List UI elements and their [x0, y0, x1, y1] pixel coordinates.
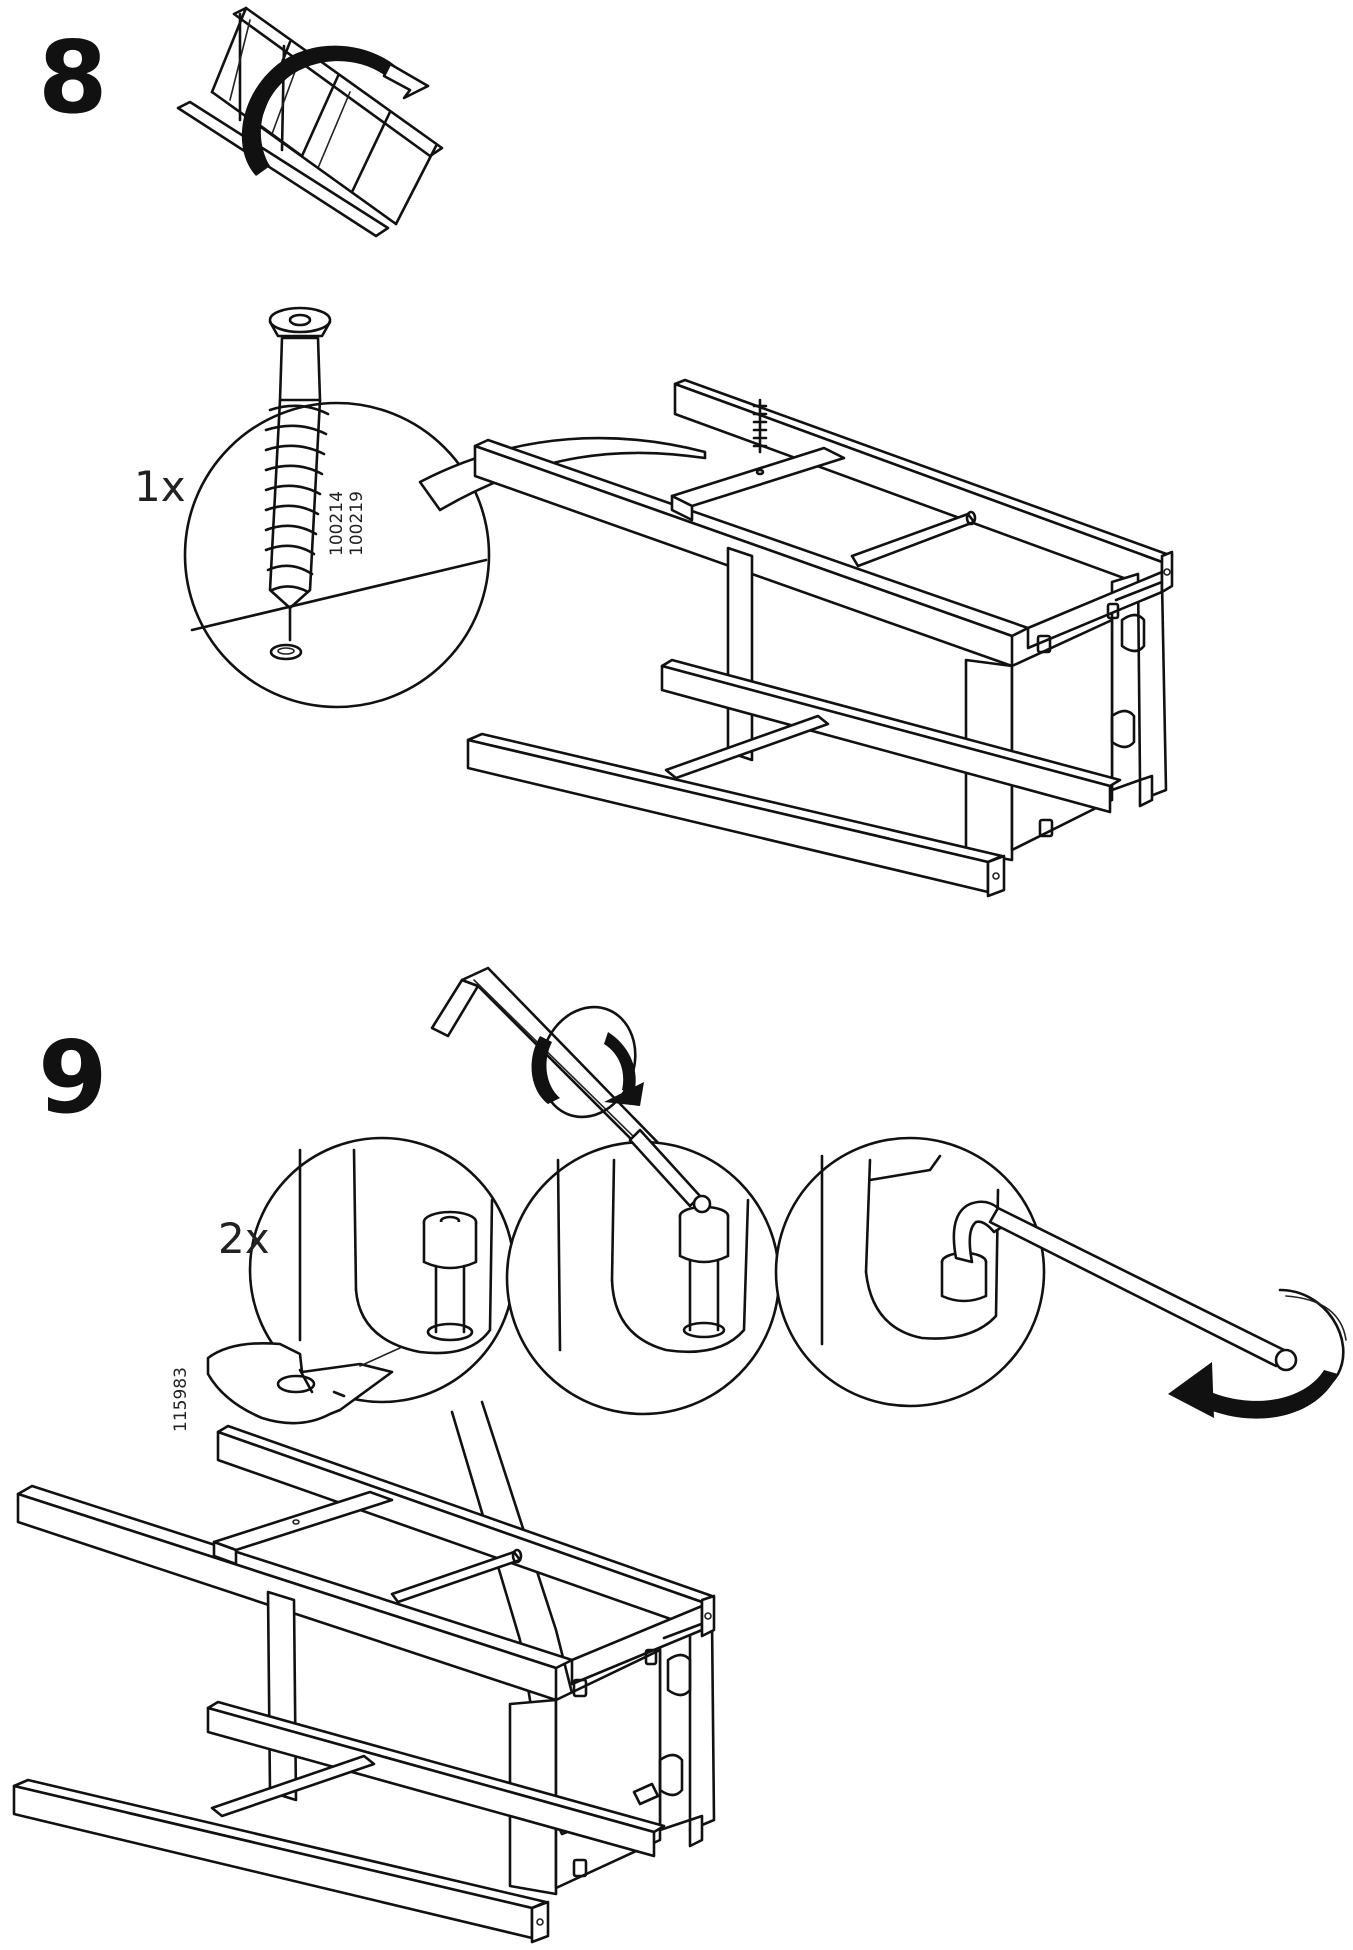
fitting-detail-circle-3: [774, 1136, 1298, 1408]
part-number-list-step8: 100214 100219: [327, 491, 367, 556]
rotate-arrow-icon-2: [1168, 1288, 1347, 1419]
step-number-9: 9: [38, 1019, 108, 1136]
fitting-detail-circle-2: [505, 1128, 781, 1416]
part-number: 100214: [327, 491, 347, 556]
rotate-arrow-icon: [531, 1005, 644, 1119]
part-number-list-step9: 115983: [171, 1367, 192, 1432]
part-number: 115983: [171, 1367, 191, 1432]
fitting-detail-circle-1: [206, 1136, 516, 1425]
chair-frame-step8: [466, 378, 1174, 898]
part-number: 100219: [346, 491, 367, 556]
flip-chair-icon: [176, 6, 444, 238]
bracket-fitting-icon: [206, 1342, 401, 1425]
step-number-8: 8: [38, 19, 108, 136]
chair-frame-step9: [12, 1424, 716, 1944]
quantity-label-step8: 1x: [134, 462, 186, 511]
quantity-label-step9: 2x: [218, 1214, 270, 1263]
